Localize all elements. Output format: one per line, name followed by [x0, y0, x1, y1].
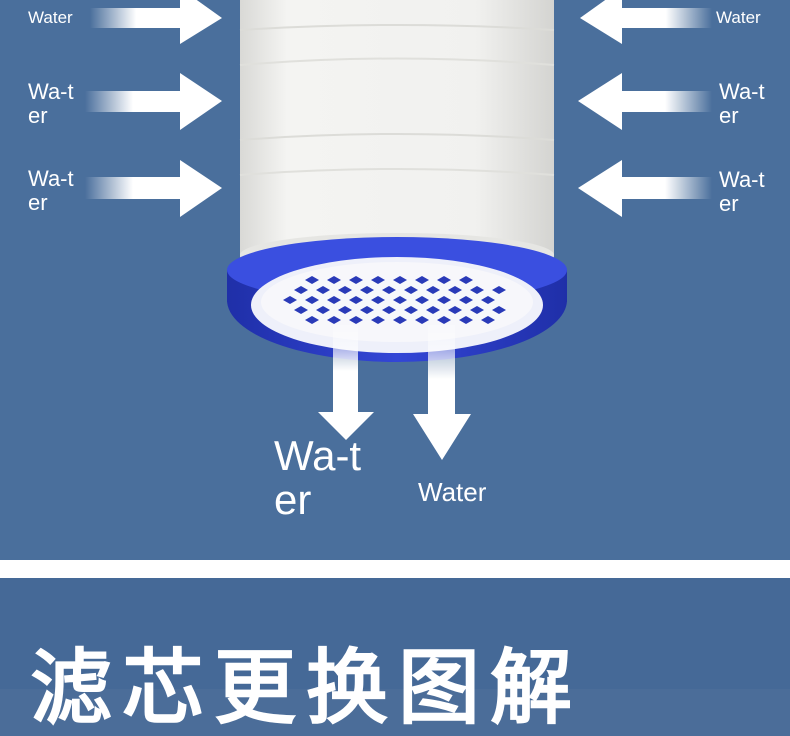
mesh-hole [327, 296, 341, 304]
mesh-hole [481, 316, 495, 324]
mesh-hole [437, 316, 451, 324]
arrow-right-icon [85, 160, 222, 217]
arrow-left-icon [578, 160, 712, 217]
mesh-hole [294, 306, 308, 314]
mesh-hole [448, 306, 462, 314]
mesh-hole [426, 306, 440, 314]
water-label-right-top: Water [716, 8, 761, 27]
mesh-hole [371, 316, 385, 324]
filter-mesh [283, 276, 506, 324]
arrow-left-icon [578, 73, 712, 130]
water-label-right-mid: Wa-ter [719, 79, 765, 129]
mesh-hole [294, 286, 308, 294]
mesh-hole [360, 286, 374, 294]
mesh-hole [415, 276, 429, 284]
mesh-hole [459, 276, 473, 284]
water-label-left-low: Wa-ter [28, 166, 74, 216]
mesh-hole [316, 286, 330, 294]
mesh-hole [492, 286, 506, 294]
water-label-bottom-left: Wa-ter [274, 432, 362, 524]
mesh-hole [327, 316, 341, 324]
mesh-hole [349, 276, 363, 284]
section-divider [0, 560, 790, 578]
mesh-hole [481, 296, 495, 304]
filter-illustration [85, 0, 712, 460]
mesh-hole [393, 316, 407, 324]
mesh-hole [404, 306, 418, 314]
mesh-hole [459, 316, 473, 324]
water-label-left-mid: Wa-ter [28, 79, 74, 129]
mesh-hole [360, 306, 374, 314]
mesh-hole [382, 306, 396, 314]
mesh-hole [305, 276, 319, 284]
mesh-hole [426, 286, 440, 294]
mesh-hole [305, 296, 319, 304]
mesh-hole [415, 316, 429, 324]
mesh-hole [492, 306, 506, 314]
water-label-right-low: Wa-ter [719, 167, 765, 217]
mesh-hole [404, 286, 418, 294]
mesh-hole [470, 306, 484, 314]
title-banner [0, 578, 790, 689]
mesh-hole [393, 296, 407, 304]
arrow-down-icon [413, 325, 471, 460]
mesh-hole [415, 296, 429, 304]
section-heading: 滤芯更换图解 [30, 641, 583, 736]
arrow-right-icon [90, 0, 222, 44]
water-label-bottom-right: Water [418, 477, 487, 507]
mesh-hole [437, 296, 451, 304]
mesh-hole [349, 296, 363, 304]
mesh-hole [437, 276, 451, 284]
arrow-right-icon [85, 73, 222, 130]
arrow-left-icon [580, 0, 712, 44]
mesh-hole [338, 286, 352, 294]
mesh-hole [470, 286, 484, 294]
mesh-hole [382, 286, 396, 294]
mesh-hole [371, 276, 385, 284]
mesh-hole [338, 306, 352, 314]
mesh-hole [448, 286, 462, 294]
mesh-hole [283, 296, 297, 304]
arrow-down-icon [318, 325, 374, 440]
mesh-hole [316, 306, 330, 314]
mesh-hole [459, 296, 473, 304]
mesh-hole [327, 276, 341, 284]
mesh-hole [371, 296, 385, 304]
mesh-hole [349, 316, 363, 324]
filter-cap [227, 237, 567, 362]
mesh-hole [393, 276, 407, 284]
mesh-hole [305, 316, 319, 324]
water-label-left-top: Water [28, 8, 73, 27]
